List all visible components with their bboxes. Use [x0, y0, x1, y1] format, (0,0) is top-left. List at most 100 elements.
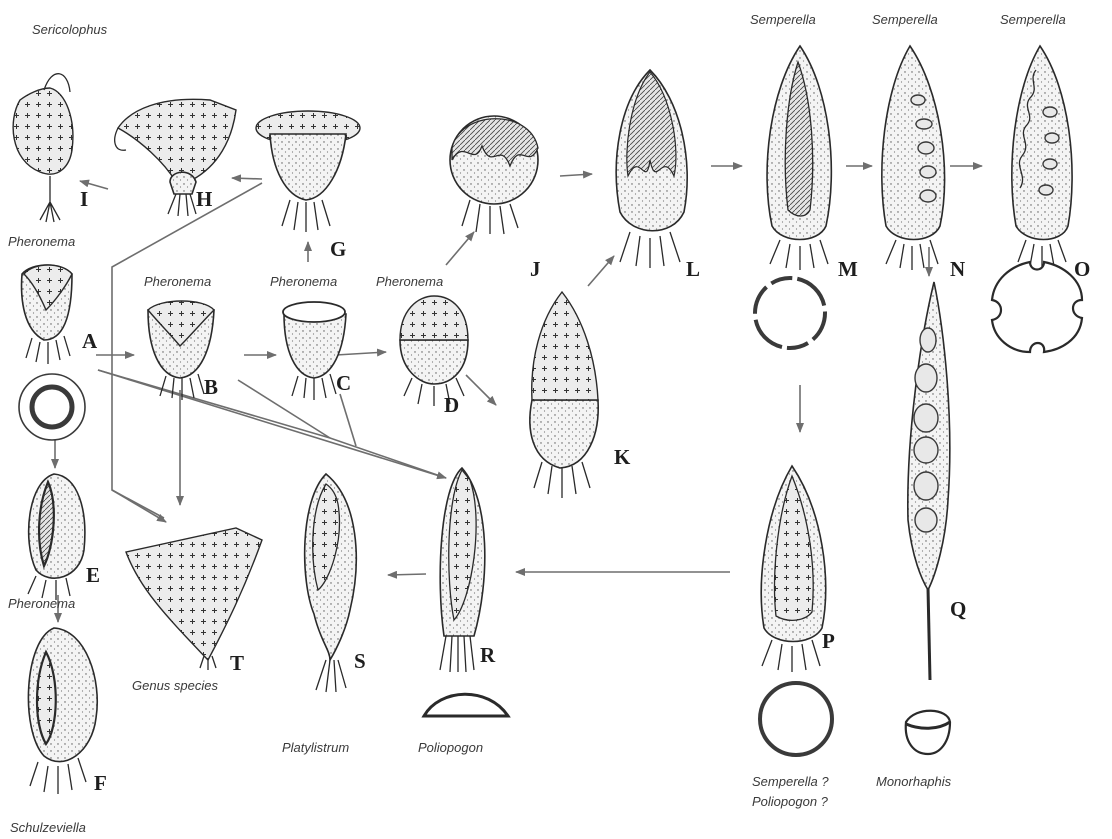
specimen-m: [767, 46, 831, 270]
specimen-h: [115, 99, 236, 216]
specimen-q-pore: [914, 404, 938, 432]
arrow-d-to-k: [466, 375, 496, 405]
specimen-d-upper: [400, 296, 468, 340]
specimen-p-spicules: [762, 640, 820, 672]
specimen-p-cross-section: [760, 683, 832, 755]
specimen-r-spicules: [440, 636, 474, 672]
specimen-r: [424, 468, 508, 716]
specimen-q-cross-section: [906, 711, 950, 754]
specimen-n-body: [882, 46, 945, 240]
specimen-d-lower: [400, 340, 468, 384]
specimen-q-pore: [920, 328, 936, 352]
letter-k: K: [614, 445, 631, 469]
letter-i: I: [80, 187, 88, 211]
specimen-t: [126, 528, 262, 670]
arrow-g-to-h: [232, 178, 262, 179]
arrowhead-g-to-t: [112, 490, 166, 522]
specimen-l: [616, 70, 687, 268]
specimen-l-spicules: [620, 232, 680, 268]
specimen-n-pore: [920, 166, 936, 178]
specimen-l-hatch: [627, 72, 676, 176]
specimen-t-body: [126, 528, 262, 660]
specimen-o-pore: [1045, 133, 1059, 143]
specimen-h-spicules: [168, 194, 196, 216]
specimen-h-mantle: [118, 99, 236, 182]
label-pheronema-b: Pheronema: [144, 274, 211, 289]
specimen-g-body: [270, 134, 346, 200]
letter-h: H: [196, 187, 212, 211]
specimen-d: [400, 296, 468, 406]
label-pheronema-e: Pheronema: [8, 596, 75, 611]
specimen-g-spicules: [282, 200, 330, 232]
specimen-n-pore: [916, 119, 932, 129]
arrow-d-to-j: [446, 232, 474, 265]
letter-t: T: [230, 651, 244, 675]
specimen-f-spicules: [30, 758, 86, 794]
specimen-p: [760, 466, 832, 755]
specimen-j: [450, 116, 538, 234]
specimen-n-pore: [911, 95, 925, 105]
line-c-to-r: [340, 394, 356, 446]
specimen-n: [882, 46, 945, 270]
label-semperella-q: Semperella ?: [752, 774, 829, 789]
label-semperella-n: Semperella: [872, 12, 938, 27]
letter-r: R: [480, 643, 496, 667]
specimen-i: [13, 74, 73, 222]
specimen-k-lower: [530, 400, 598, 468]
specimen-m-cross-section: [755, 278, 825, 348]
sericolophus-body-shape: [13, 88, 73, 174]
specimen-s: [305, 474, 357, 692]
specimen-a-cross-section-outer: [19, 374, 85, 440]
letter-n: N: [950, 257, 965, 281]
specimen-r-cross-section: [424, 694, 508, 716]
label-platylistrum: Platylistrum: [282, 740, 349, 755]
label-semperella-o: Semperella: [1000, 12, 1066, 27]
specimen-c-body: [284, 314, 346, 378]
specimen-e-body: [29, 474, 85, 578]
letter-g: G: [330, 237, 346, 261]
specimen-a: [19, 265, 85, 440]
letter-s: S: [354, 649, 366, 673]
specimen-h-base: [170, 172, 196, 194]
arrow-r-to-s: [388, 574, 426, 575]
specimen-j-spicules: [462, 200, 518, 234]
specimen-n-pore: [920, 190, 936, 202]
letter-c: C: [336, 371, 351, 395]
arrow-c-to-d: [336, 352, 386, 355]
letter-f: F: [94, 771, 107, 795]
arrow-k-to-l: [588, 256, 614, 286]
letter-b: B: [204, 375, 218, 399]
label-semperella-m: Semperella: [750, 12, 816, 27]
specimen-c-rim: [283, 302, 345, 322]
specimen-q-pore: [915, 364, 937, 392]
label-pheronema-c: Pheronema: [270, 274, 337, 289]
label-schulzeviella: Schulzeviella: [10, 820, 86, 835]
letter-q: Q: [950, 597, 966, 621]
specimen-o: [1012, 46, 1072, 268]
specimen-o-pore: [1039, 185, 1053, 195]
letter-l: L: [686, 257, 700, 281]
letter-o: O: [1074, 257, 1090, 281]
specimen-e: [28, 474, 85, 600]
specimen-o-pore: [1043, 107, 1057, 117]
letter-d: D: [444, 393, 459, 417]
specimen-g: [256, 111, 360, 232]
specimen-k: [530, 292, 598, 498]
letter-m: M: [838, 257, 858, 281]
label-poliopogon-q: Poliopogon ?: [752, 794, 829, 809]
arrowhead-a-to-r: [98, 370, 446, 478]
label-pheronema-d: Pheronema: [376, 274, 443, 289]
specimen-o-cross-section: [992, 262, 1082, 352]
specimen-t-spicules: [200, 656, 216, 670]
label-genus-species: Genus species: [132, 678, 218, 693]
specimen-n-pore: [918, 142, 934, 154]
sericolophus-stalk: [40, 176, 60, 222]
specimen-m-spicules: [770, 240, 828, 270]
line-b-to-r: [238, 380, 330, 438]
specimen-q: [906, 282, 950, 754]
specimen-f: [28, 628, 97, 794]
specimen-q-pore: [914, 472, 938, 500]
specimen-k-upper: [532, 292, 598, 400]
letter-e: E: [86, 563, 100, 587]
specimen-o-body: [1012, 46, 1072, 240]
